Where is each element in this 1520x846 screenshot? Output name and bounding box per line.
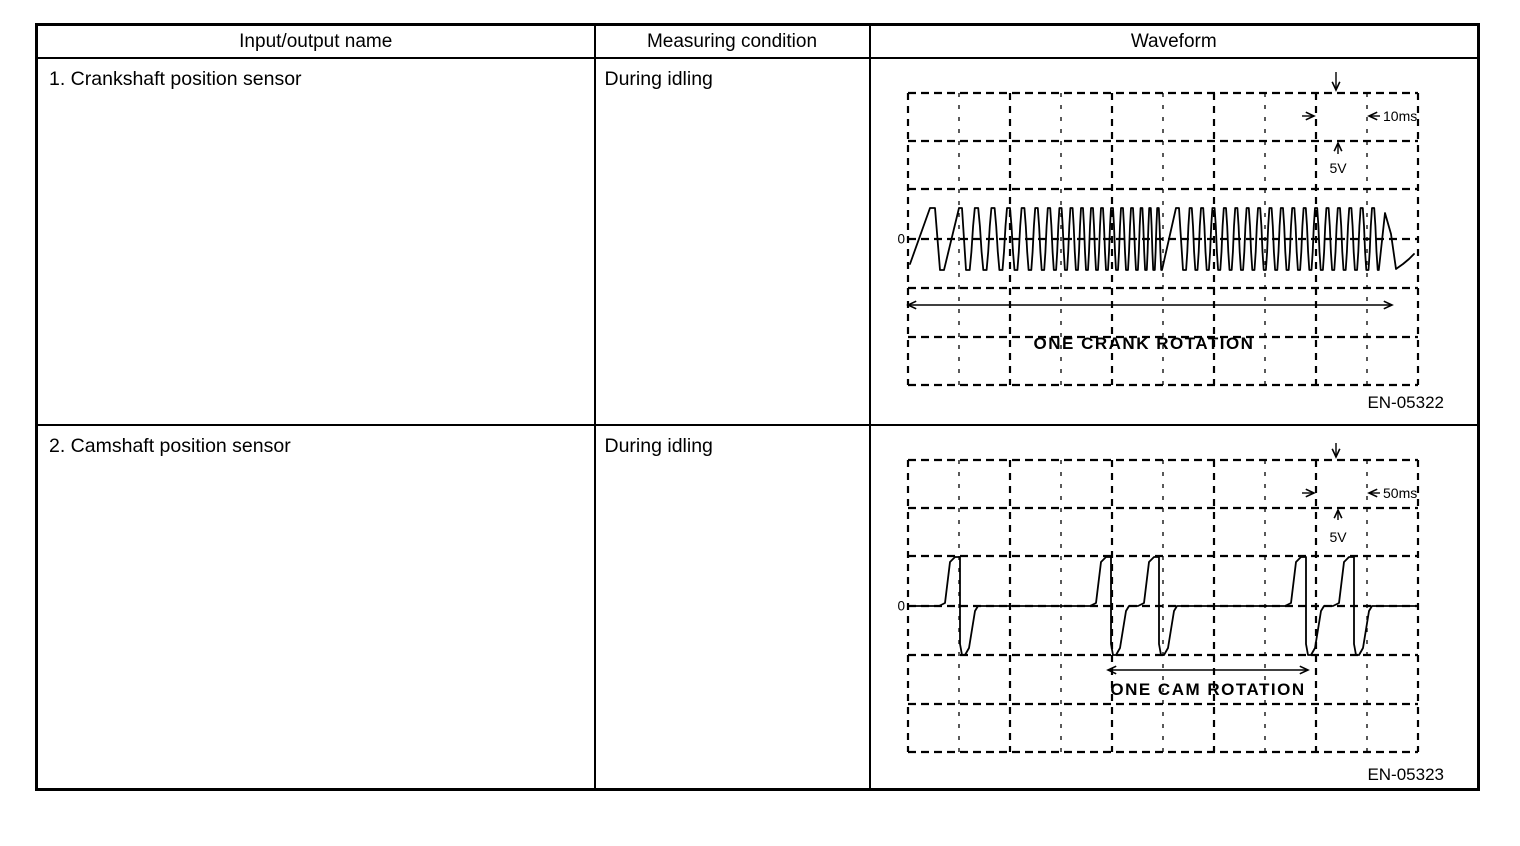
arrowhead (1298, 665, 1310, 675)
div-width-right-arrow (1366, 111, 1380, 121)
col-header-measuring-condition: Measuring condition (593, 23, 871, 59)
arrowhead (1304, 488, 1316, 498)
figure-number: EN-05322 (1367, 393, 1444, 412)
div-height-arrow (1332, 141, 1343, 154)
zero-label: 0 (897, 599, 905, 614)
row-condition-camshaft: During idling (604, 435, 713, 457)
cam-oscillogram: 0 50ms 5V ONE CAM ROTATION EN-05323 (897, 443, 1444, 784)
div-top-arrow (1330, 72, 1341, 92)
cam-signal-trace (908, 556, 1419, 656)
arrowhead (1304, 111, 1316, 121)
arrowhead (1382, 300, 1394, 310)
crank-signal-trace (908, 207, 1415, 271)
time-div-label: 10ms (1383, 108, 1417, 124)
crank-oscillogram: 0 10ms 5V ONE CRANK ROTATION EN-05322 (897, 72, 1444, 412)
div-width-left-arrow (1301, 488, 1316, 498)
zero-label: 0 (897, 232, 905, 247)
rotation-span-arrow (1105, 665, 1310, 675)
rotation-span-label: ONE CRANK ROTATION (1033, 334, 1254, 353)
arrowhead (905, 300, 917, 310)
rotation-span-arrow (905, 300, 1394, 310)
arrowhead (1105, 665, 1117, 675)
rotation-span-label: ONE CAM ROTATION (1110, 680, 1305, 699)
header-row: Input/output name Measuring condition Wa… (35, 23, 1480, 59)
div-height-arrow (1332, 508, 1343, 520)
arrowhead (1332, 141, 1343, 152)
col-header-waveform: Waveform (868, 23, 1480, 59)
div-width-right-arrow (1366, 488, 1380, 498)
table-row-crankshaft: 1. Crankshaft position sensor During idl… (35, 57, 1480, 426)
col-header-input-output-name: Input/output name (35, 23, 596, 59)
div-width-left-arrow (1301, 111, 1316, 121)
arrowhead (1330, 448, 1341, 459)
time-div-label: 50ms (1383, 485, 1417, 501)
arrowhead (1330, 81, 1341, 92)
arrowhead (1366, 111, 1378, 121)
row-condition-crankshaft: During idling (604, 68, 713, 90)
div-top-arrow (1330, 443, 1341, 459)
arrowhead (1332, 508, 1343, 519)
figure-number: EN-05323 (1367, 765, 1444, 784)
arrowhead (1366, 488, 1378, 498)
io-spec-table: Input/output name Measuring condition Wa… (35, 23, 1480, 791)
volt-div-label: 5V (1329, 529, 1347, 545)
table-row-camshaft: 2. Camshaft position sensor During idlin… (35, 424, 1480, 791)
oscilloscope-grid (906, 91, 1419, 387)
row-name-crankshaft: 1. Crankshaft position sensor (49, 68, 302, 90)
volt-div-label: 5V (1329, 160, 1347, 176)
row-name-camshaft: 2. Camshaft position sensor (49, 435, 291, 457)
